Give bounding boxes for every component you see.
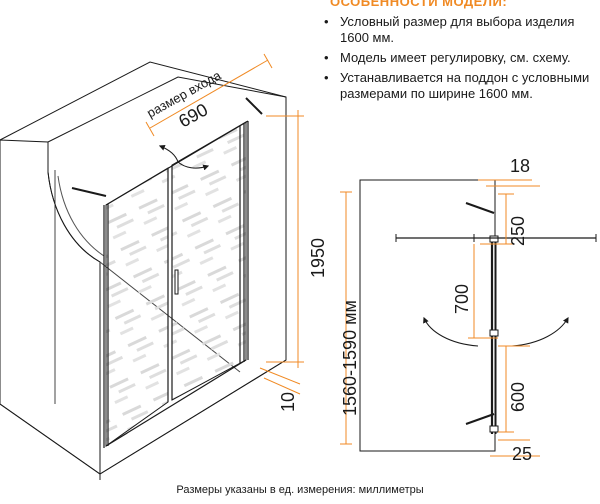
plan-top-offset: 18 xyxy=(510,156,530,176)
feature-text: Условный размер для выбора изделия 1600 … xyxy=(340,14,575,45)
swing-arc-right xyxy=(511,316,569,347)
footer-note: Размеры указаны в ед. измерения: миллиме… xyxy=(176,484,424,496)
swing-arc-left xyxy=(423,316,479,347)
features-title: ОСОБЕННОСТИ МОДЕЛИ: xyxy=(330,0,508,9)
feature-item: • Условный размер для выбора изделия 1600… xyxy=(322,14,592,46)
features-list: • Условный размер для выбора изделия 1600… xyxy=(322,14,592,106)
feature-item: • Модель имеет регулировку, см. схему. xyxy=(322,50,592,66)
glass-right-panel xyxy=(171,121,247,401)
feature-text: Устанавливается на поддон с условными ра… xyxy=(340,70,590,101)
bullet-icon: • xyxy=(324,14,329,29)
plan-bottom-panel: 600 xyxy=(508,382,528,412)
perspective-view xyxy=(0,61,287,480)
plan-top-depth: 250 xyxy=(508,216,528,246)
bullet-icon: • xyxy=(324,70,329,85)
feature-item: • Устанавливается на поддон с условными р… xyxy=(322,70,592,102)
feature-text: Модель имеет регулировку, см. схему. xyxy=(340,50,571,65)
height-value: 1950 xyxy=(308,238,328,278)
bullet-icon: • xyxy=(324,50,329,65)
plan-range: 1560-1590 мм xyxy=(340,300,360,416)
perspective-dimensions xyxy=(145,53,304,395)
plan-outline xyxy=(359,179,496,452)
plan-view xyxy=(359,179,597,452)
plan-bottom-offset: 25 xyxy=(512,444,532,464)
glass-left-panel xyxy=(105,167,169,447)
swing-arrow xyxy=(158,144,179,163)
bottom-gap-value: 10 xyxy=(278,392,298,412)
plan-door-width: 700 xyxy=(452,284,472,314)
plan-dimensions xyxy=(340,179,540,457)
door-handle xyxy=(174,269,179,295)
